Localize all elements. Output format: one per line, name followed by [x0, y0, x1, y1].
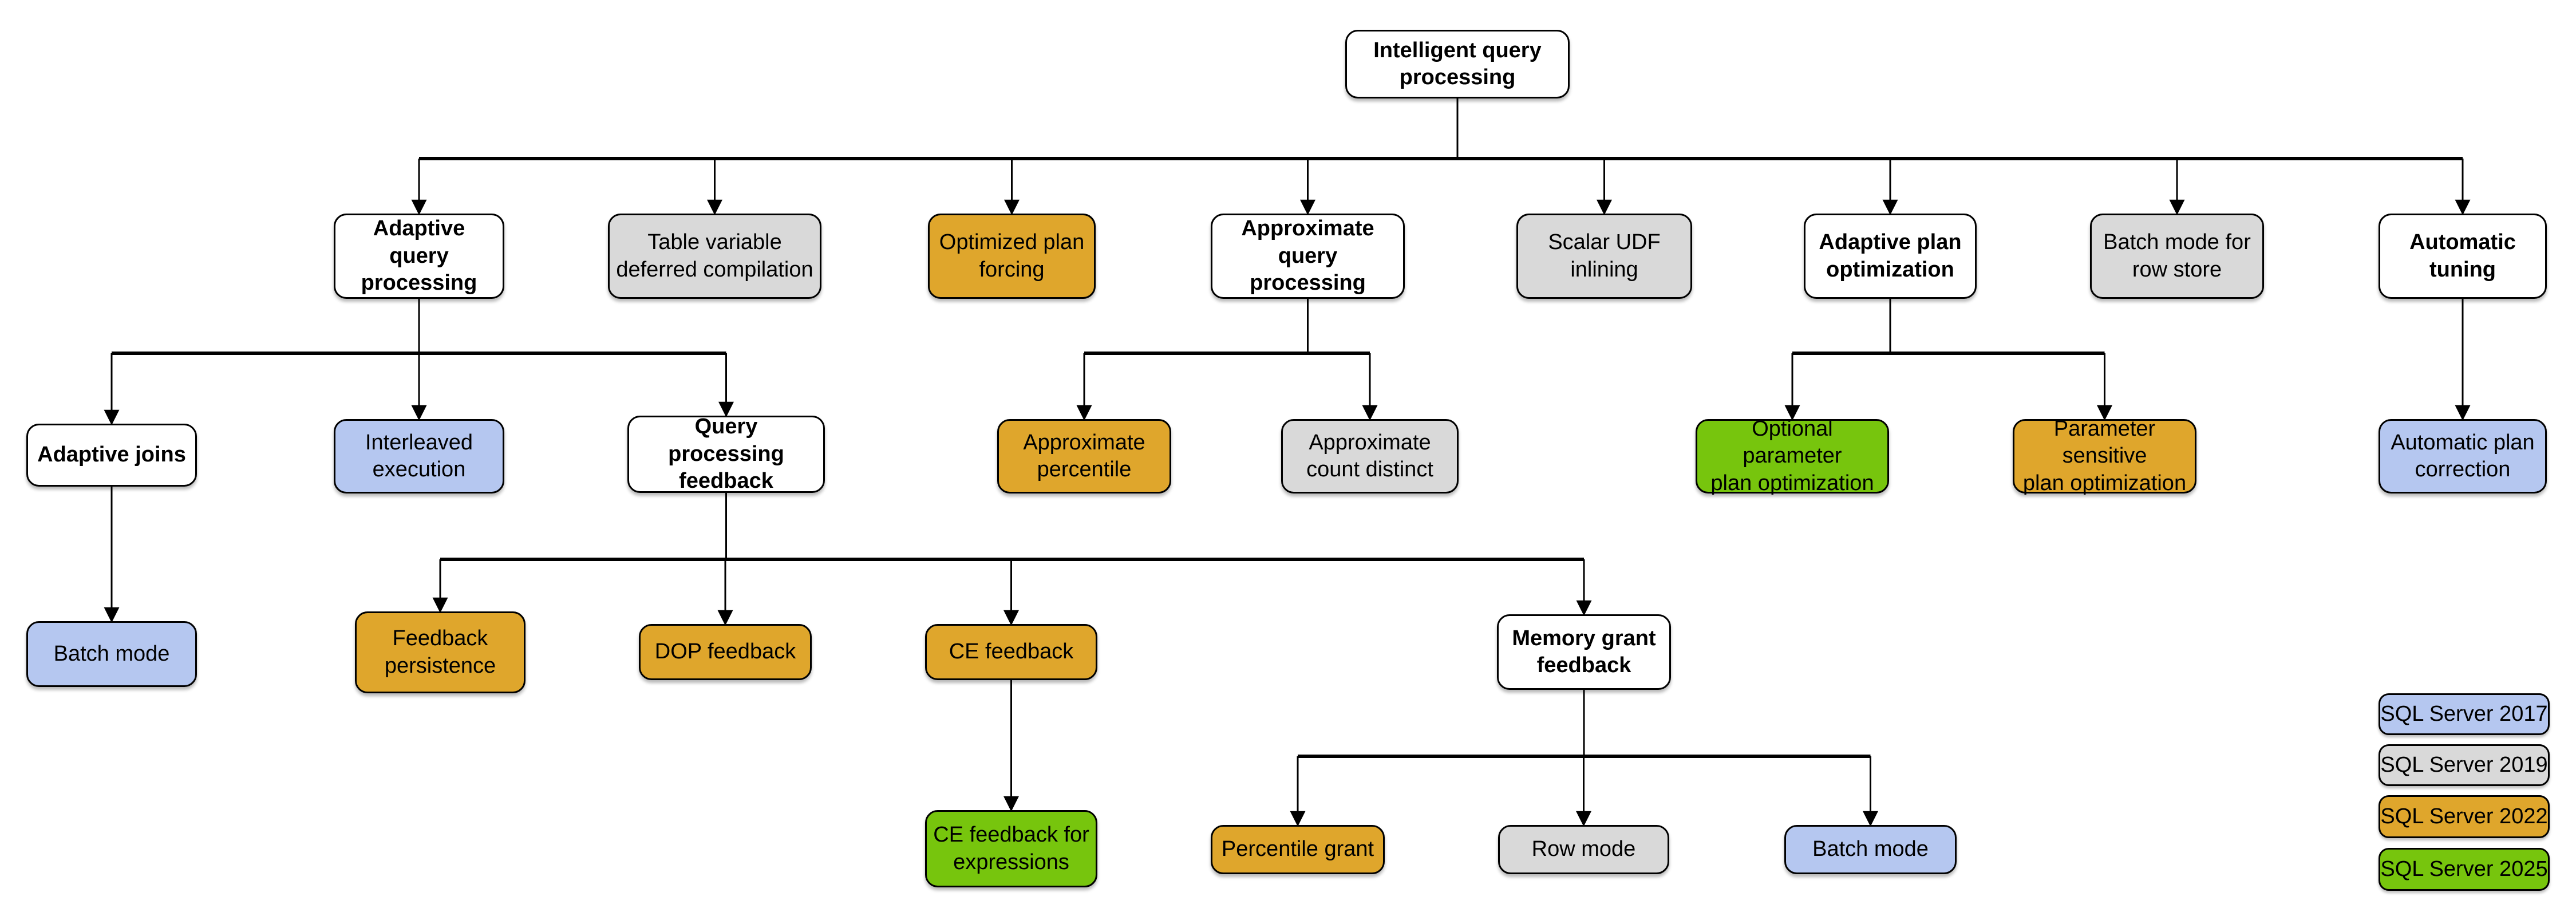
node-label: DOP feedback	[654, 639, 796, 664]
node-optimized-plan-forcing: Optimized plan forcing	[928, 214, 1096, 299]
node-label: Scalar UDF inlining	[1548, 230, 1661, 282]
node-adaptive-query-processing: Adaptive query processing	[334, 214, 504, 299]
node-label: Automatic plan correction	[2391, 430, 2535, 482]
node-label: Approximate percentile	[1023, 430, 1145, 482]
node-parameter-sensitive-plan-optimization: Parameter sensitive plan optimization	[2013, 417, 2196, 495]
node-label: Parameter sensitive plan optimization	[2022, 416, 2187, 495]
node-label: Optimized plan forcing	[939, 230, 1085, 282]
node-label: CE feedback	[949, 639, 1074, 664]
node-optional-parameter-plan-optimization: Optional parameter plan optimization	[1696, 417, 1889, 495]
node-approximate-query-processing: Approximate query processing	[1211, 214, 1405, 299]
node-memory-grant-feedback: Memory grant feedback	[1497, 614, 1671, 690]
node-label: Table variable deferred compilation	[616, 230, 813, 282]
node-automatic-plan-correction: Automatic plan correction	[2379, 419, 2547, 493]
legend-label: SQL Server 2017	[2380, 702, 2548, 726]
node-interleaved-execution: Interleaved execution	[334, 419, 504, 493]
node-batch-mode-memory-grant: Batch mode	[1784, 825, 1957, 874]
node-label: Approximate count distinct	[1306, 430, 1433, 482]
node-table-variable-deferred-compilation: Table variable deferred compilation	[608, 214, 821, 299]
node-label: Intelligent query processing	[1373, 38, 1542, 90]
node-adaptive-joins: Adaptive joins	[26, 424, 197, 487]
node-adaptive-plan-optimization: Adaptive plan optimization	[1804, 214, 1977, 299]
node-label: Batch mode for row store	[2103, 230, 2251, 282]
node-feedback-persistence: Feedback persistence	[355, 611, 526, 693]
legend-item-sql-server-2022: SQL Server 2022	[2379, 795, 2550, 838]
node-query-processing-feedback: Query processing feedback	[627, 414, 825, 493]
legend-item-sql-server-2017: SQL Server 2017	[2379, 693, 2550, 735]
node-ce-feedback: CE feedback	[925, 624, 1097, 680]
node-label: Adaptive plan optimization	[1819, 230, 1962, 282]
node-automatic-tuning: Automatic tuning	[2379, 214, 2547, 299]
node-label: Row mode	[1531, 837, 1636, 862]
node-batch-mode-for-row-store: Batch mode for row store	[2090, 214, 2264, 299]
legend-item-sql-server-2025: SQL Server 2025	[2379, 848, 2550, 891]
node-row-mode: Row mode	[1498, 825, 1669, 874]
node-approximate-percentile: Approximate percentile	[997, 419, 1171, 493]
legend-label: SQL Server 2019	[2380, 753, 2548, 777]
node-ce-feedback-for-expressions: CE feedback for expressions	[925, 810, 1097, 887]
node-label: Approximate query processing	[1241, 216, 1374, 295]
node-label: Feedback persistence	[384, 626, 496, 678]
node-approximate-count-distinct: Approximate count distinct	[1281, 419, 1459, 493]
legend-item-sql-server-2019: SQL Server 2019	[2379, 744, 2550, 786]
node-label: CE feedback for expressions	[933, 823, 1089, 874]
node-label: Memory grant feedback	[1512, 626, 1656, 678]
node-label: Adaptive joins	[37, 443, 186, 467]
node-label: Automatic tuning	[2409, 230, 2516, 282]
node-label: Percentile grant	[1221, 837, 1374, 862]
node-label: Interleaved execution	[365, 430, 473, 482]
node-dop-feedback: DOP feedback	[639, 624, 812, 680]
legend-label: SQL Server 2022	[2380, 804, 2548, 828]
node-scalar-udf-inlining: Scalar UDF inlining	[1516, 214, 1692, 299]
node-label: Query processing feedback	[668, 414, 784, 493]
node-label: Batch mode	[53, 641, 170, 666]
node-percentile-grant: Percentile grant	[1211, 825, 1385, 874]
node-batch-mode-adaptive-joins: Batch mode	[26, 621, 197, 687]
legend-label: SQL Server 2025	[2380, 857, 2548, 881]
node-label: Adaptive query processing	[361, 216, 477, 295]
node-intelligent-query-processing: Intelligent query processing	[1345, 30, 1570, 98]
node-label: Optional parameter plan optimization	[1710, 416, 1874, 495]
node-label: Batch mode	[1812, 837, 1929, 862]
